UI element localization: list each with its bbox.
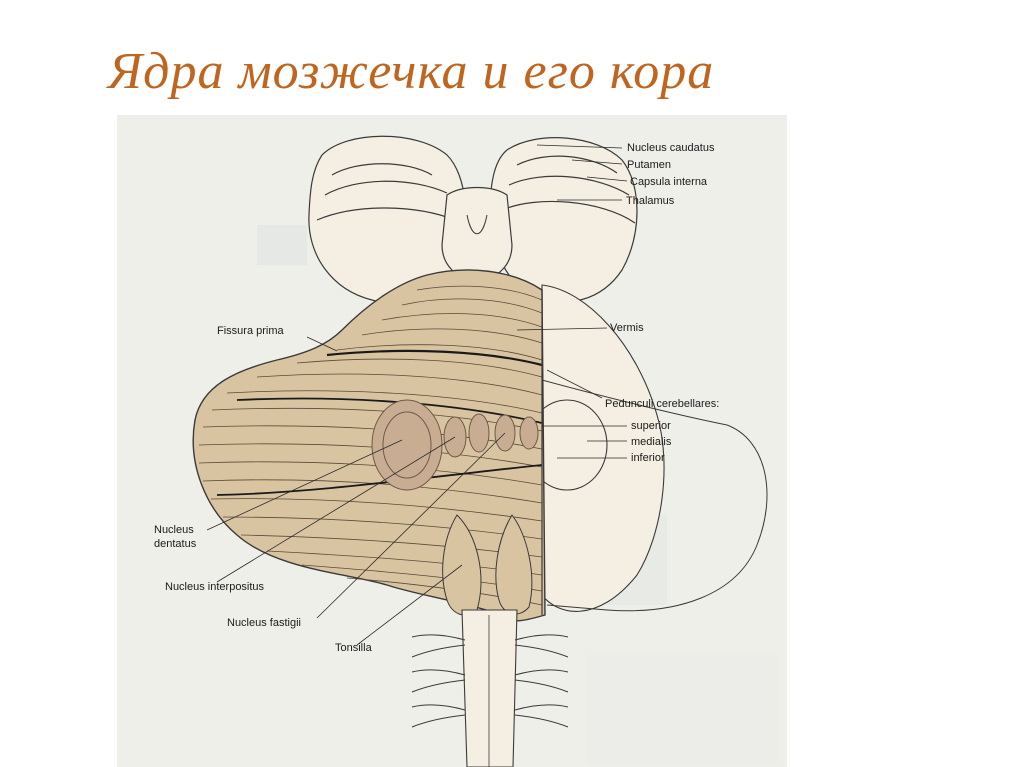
cerebellum-diagram: Nucleus caudatus Putamen Capsula interna…: [117, 115, 787, 767]
label-pedunculi-cerebellares: Pedunculi cerebellares:: [605, 398, 720, 410]
cerebellum-right-outline: [541, 379, 768, 612]
label-vermis: Vermis: [610, 322, 644, 334]
spinal-cord: [461, 609, 518, 767]
label-nucleus-fastigii: Nucleus fastigii: [227, 617, 301, 629]
label-nucleus-dentatus-2: dentatus: [154, 538, 197, 550]
label-putamen: Putamen: [627, 159, 672, 171]
label-medialis: medialis: [631, 436, 672, 448]
label-superior: superior: [631, 420, 671, 432]
label-nucleus-dentatus-1: Nucleus: [154, 524, 194, 536]
diagram-drawing: [192, 135, 777, 767]
label-capsula-interna: Capsula interna: [630, 176, 708, 188]
label-inferior: inferior: [631, 452, 665, 464]
label-thalamus: Thalamus: [626, 195, 675, 207]
slide-title: Ядра мозжечка и его кора: [108, 43, 715, 100]
label-nucleus-caudatus: Nucleus caudatus: [627, 142, 715, 154]
label-nucleus-interpositus: Nucleus interpositus: [165, 581, 265, 593]
leader-lines: [206, 144, 628, 646]
label-tonsilla: Tonsilla: [335, 642, 372, 654]
thalamus-left: [308, 135, 467, 305]
label-fissura-prima: Fissura prima: [217, 325, 284, 337]
nerve-roots: [411, 634, 569, 728]
